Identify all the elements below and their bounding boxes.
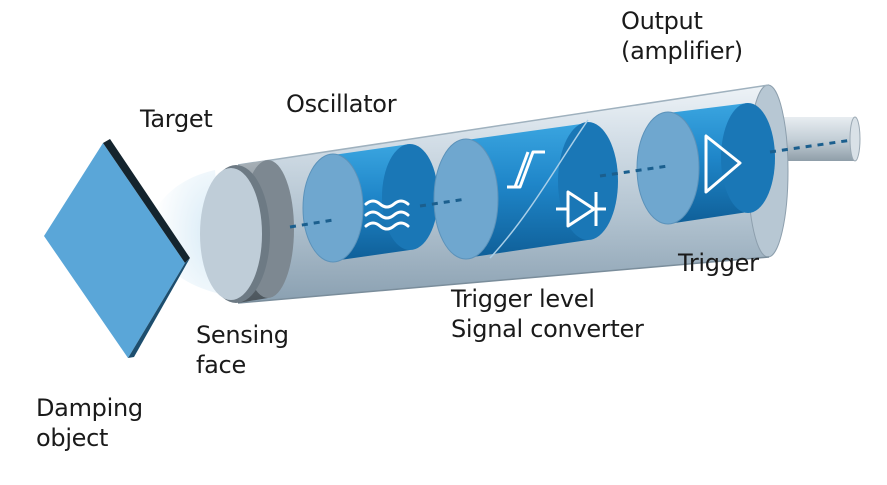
trigger-level-signal-converter-label: Trigger level Signal converter — [451, 285, 644, 343]
signal-axis — [289, 138, 853, 229]
target-plate — [44, 139, 190, 358]
sensing-face-label: Sensing face — [196, 321, 289, 379]
amplifier-module — [636, 103, 775, 225]
amplifier-triangle-icon — [704, 134, 742, 194]
damping-object-label: Damping object — [36, 394, 143, 452]
oscillator-label: Oscillator — [286, 90, 397, 118]
signal-converter-module — [433, 119, 618, 260]
target-label: Target — [140, 105, 213, 133]
oscillator-module — [302, 144, 438, 263]
sensing-face — [200, 160, 294, 303]
hysteresis-icon — [507, 150, 545, 189]
trigger-label: Trigger — [678, 249, 759, 277]
output-rod — [775, 116, 861, 162]
output-label: Output (amplifier) — [621, 7, 743, 65]
diode-icon — [556, 190, 606, 228]
wave-icon — [364, 199, 410, 231]
